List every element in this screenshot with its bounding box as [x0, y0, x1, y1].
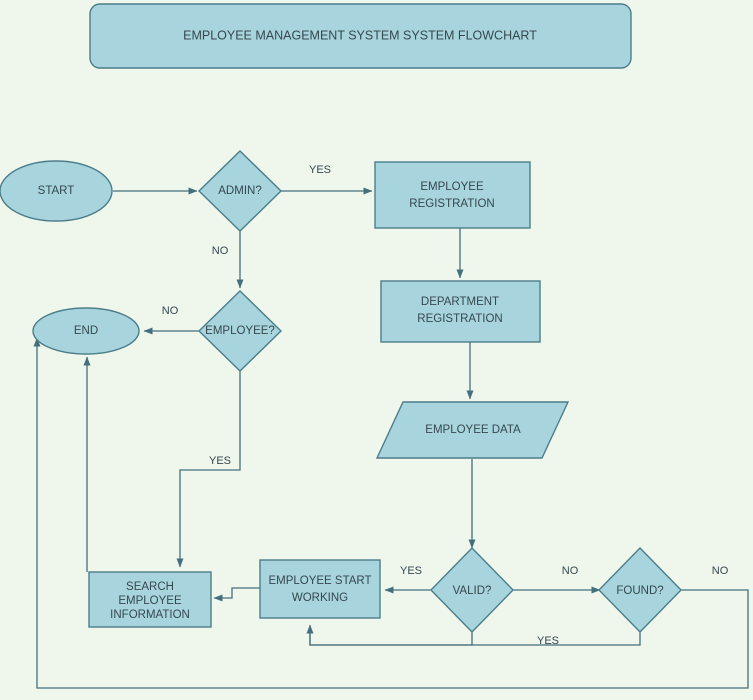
edge-found-no-to-end: [33, 337, 749, 689]
edge-label-valid-no: NO: [562, 565, 579, 577]
node-employee-registration[interactable]: EMPLOYEE REGISTRATION: [374, 161, 531, 229]
search-employee-information-label-line1: SEARCH: [126, 581, 174, 593]
department-registration-shape: [380, 280, 541, 343]
edge-employee-start-working-to-search-employee-information: [213, 587, 260, 602]
admin-decision-shape: [197, 150, 283, 232]
node-end[interactable]: END: [32, 307, 140, 355]
employee-registration-label-line2: REGISTRATION: [409, 198, 494, 210]
edge-found-yes-to-employee-start-working: [306, 624, 641, 646]
employee-data-shape: [375, 401, 570, 459]
end-label: END: [74, 325, 98, 337]
title-banner-shape: [89, 3, 632, 69]
node-employee-decision[interactable]: EMPLOYEE?: [197, 290, 283, 372]
end-shape: [32, 307, 140, 355]
search-employee-information-label-line3: INFORMATION: [110, 609, 190, 621]
title-banner-label: EMPLOYEE MANAGEMENT SYSTEM SYSTEM FLOWCH…: [183, 28, 537, 42]
edge-valid-lower-loop: [309, 628, 473, 646]
title-banner: EMPLOYEE MANAGEMENT SYSTEM SYSTEM FLOWCH…: [89, 3, 632, 69]
found-decision-shape: [598, 546, 682, 634]
node-department-registration[interactable]: DEPARTMENT REGISTRATION: [380, 280, 541, 343]
department-registration-label-line1: DEPARTMENT: [421, 296, 499, 308]
edge-label-admin-yes: YES: [309, 164, 331, 176]
node-valid-decision[interactable]: VALID?: [430, 546, 514, 634]
edge-employee-yes-to-search-employee-information: [176, 371, 241, 568]
search-employee-information-shape: [88, 571, 212, 628]
admin-decision-label: ADMIN?: [218, 185, 261, 197]
node-employee-data[interactable]: EMPLOYEE DATA: [375, 401, 570, 459]
employee-start-working-label-line2: WORKING: [292, 592, 348, 604]
department-registration-label-line2: REGISTRATION: [417, 313, 502, 325]
node-start[interactable]: START: [0, 160, 113, 222]
edge-label-found-no: NO: [712, 565, 729, 577]
edges-layer: [33, 187, 749, 689]
valid-decision-shape: [430, 546, 514, 634]
edge-labels-layer: YES NO NO YES YES NO NO YES: [162, 164, 729, 647]
employee-start-working-label-line1: EMPLOYEE START: [268, 575, 371, 587]
employee-decision-label: EMPLOYEE?: [205, 325, 275, 337]
found-decision-label: FOUND?: [616, 585, 663, 597]
employee-start-working-shape: [259, 559, 381, 619]
search-employee-information-label-line2: EMPLOYEE: [118, 595, 182, 607]
start-label: START: [38, 185, 75, 197]
valid-decision-label: VALID?: [453, 585, 492, 597]
node-admin-decision[interactable]: ADMIN?: [197, 150, 283, 232]
employee-registration-label-line1: EMPLOYEE: [420, 181, 484, 193]
employee-decision-shape: [197, 290, 283, 372]
employee-data-label: EMPLOYEE DATA: [425, 424, 521, 436]
edge-label-employee-yes: YES: [209, 455, 231, 467]
node-found-decision[interactable]: FOUND?: [598, 546, 682, 634]
employee-registration-shape: [374, 161, 531, 229]
edge-label-admin-no: NO: [212, 245, 229, 257]
edge-label-employee-no: NO: [162, 305, 179, 317]
start-shape: [0, 160, 113, 222]
node-employee-start-working[interactable]: EMPLOYEE START WORKING: [259, 559, 381, 619]
edge-label-valid-yes: YES: [400, 565, 422, 577]
edge-label-found-yes: YES: [537, 635, 559, 647]
node-search-employee-information[interactable]: SEARCH EMPLOYEE INFORMATION: [88, 571, 212, 628]
